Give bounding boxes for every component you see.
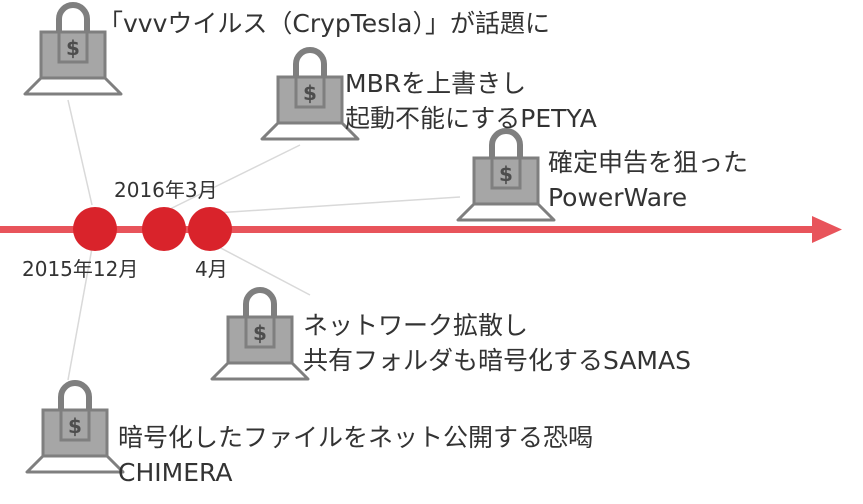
event-petya-label: MBRを上書きし 起動不能にするPETYA (345, 66, 597, 136)
event-chimera-label: 暗号化したファイルをネット公開する恐喝 CHIMERA (118, 420, 593, 490)
event-samas-label: ネットワーク拡散し 共有フォルダも暗号化するSAMAS (303, 308, 691, 378)
connector-chimera (67, 247, 93, 381)
connector-lines (67, 99, 461, 381)
event-vvv-line-1: 「vvvウイルス（CrypTesla）」が話題に (98, 9, 550, 38)
timeline-arrow (0, 216, 842, 243)
event-vvv-label: 「vvvウイルス（CrypTesla）」が話題に (98, 6, 550, 41)
event-samas-line-1: ネットワーク拡散し (303, 311, 529, 340)
event-petya-line-1: MBRを上書きし (345, 69, 527, 98)
event-powerware-line-1: 確定申告を狙った (548, 148, 749, 177)
event-petya-line-2: 起動不能にするPETYA (345, 104, 597, 133)
connector-petya (167, 144, 301, 211)
event-chimera-line-2: CHIMERA (118, 458, 233, 487)
event-powerware-label: 確定申告を狙った PowerWare (548, 145, 748, 215)
connector-samas (214, 244, 311, 296)
milestone-mar2016 (142, 207, 186, 251)
milestones (73, 207, 232, 251)
laptop-padlock-dollar-icon (262, 50, 358, 139)
event-samas-line-2: 共有フォルダも暗号化するSAMAS (303, 346, 691, 375)
connector-vvv (67, 99, 93, 206)
event-chimera-line-1: 暗号化したファイルをネット公開する恐喝 (118, 423, 594, 452)
date-label-dec2015: 2015年12月 (22, 257, 139, 281)
laptop-padlock-dollar-icon (212, 290, 308, 379)
date-label-apr2016: 4月 (195, 257, 228, 281)
milestone-dec2015 (73, 207, 117, 251)
laptop-padlock-dollar-icon (458, 131, 554, 220)
connector-powerware (214, 196, 461, 214)
event-powerware-line-2: PowerWare (548, 183, 688, 212)
milestone-apr2016 (188, 207, 232, 251)
laptop-padlock-dollar-icon (27, 383, 123, 472)
date-label-mar2016: 2016年3月 (114, 178, 218, 202)
